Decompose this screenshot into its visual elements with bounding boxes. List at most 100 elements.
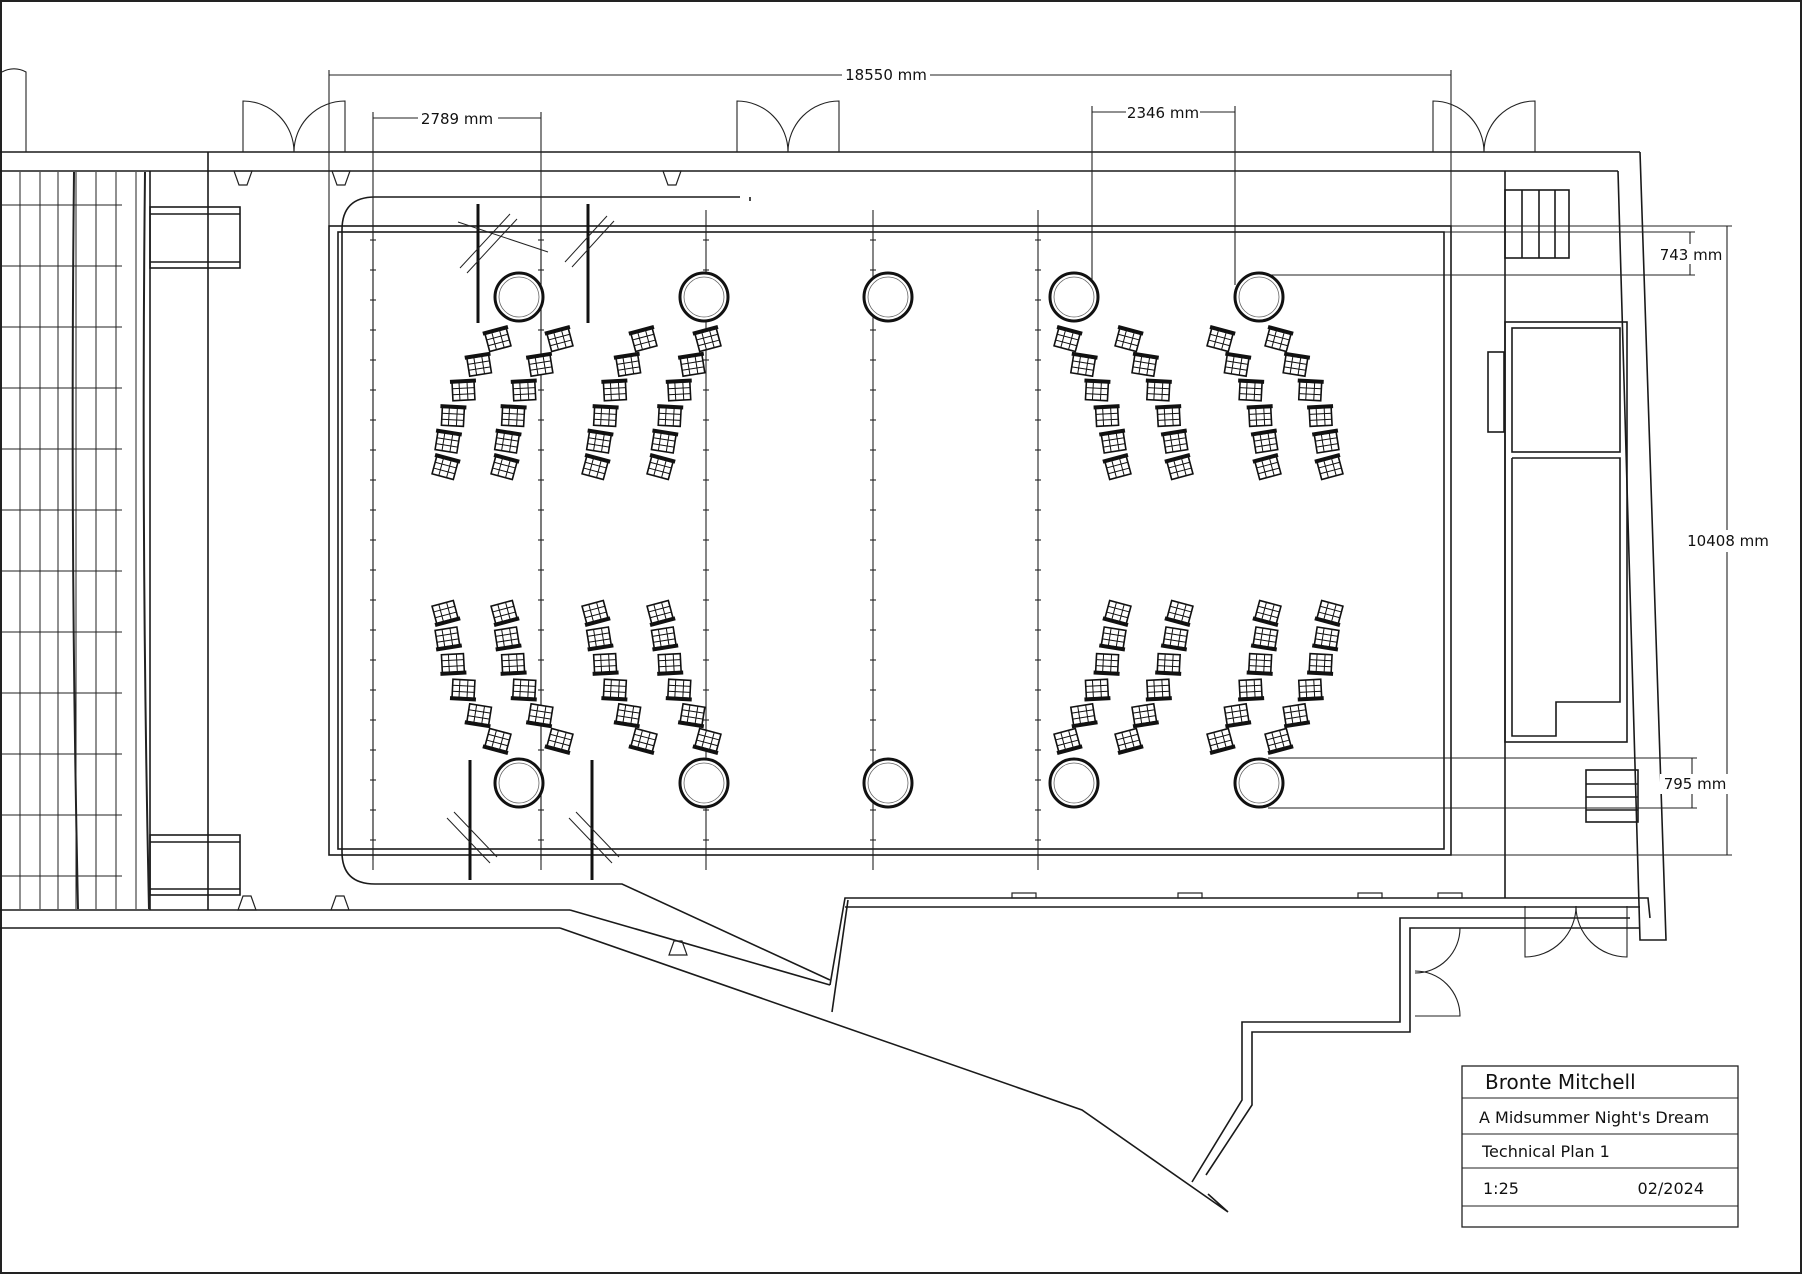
pillar-inner	[683, 762, 725, 804]
seat-chair-icon	[581, 599, 611, 627]
floor-light	[1357, 892, 1383, 899]
seat-chair-icon	[646, 453, 676, 481]
door-swing-icon	[1432, 100, 1485, 153]
seat-chair-icon	[585, 428, 614, 454]
pillar-inner	[498, 762, 540, 804]
seat-chair-icon	[493, 626, 522, 652]
pillar-inner	[867, 276, 909, 318]
seat-chair-icon	[1282, 702, 1311, 729]
door-swing-icon	[1575, 905, 1628, 958]
seat-chair-icon	[1160, 428, 1189, 454]
seat-chair-icon	[613, 702, 642, 729]
pillar	[1233, 271, 1285, 323]
door-swing-icon	[1414, 927, 1461, 974]
pillar	[1233, 757, 1285, 809]
dim-overall-depth: 10408 mm	[1687, 532, 1769, 550]
seat-chair-icon	[525, 351, 554, 378]
seat-chair-icon	[677, 702, 706, 729]
seat-chair-icon	[692, 727, 722, 755]
pillar-inner	[683, 276, 725, 318]
doors	[1, 68, 1628, 1017]
door-swing-icon	[293, 100, 346, 153]
pillar	[1048, 271, 1100, 323]
building-walls	[0, 151, 1667, 1213]
seat-chair-icon	[1098, 428, 1127, 454]
boom-positions	[468, 204, 594, 880]
seat-chair-icon	[1084, 378, 1111, 402]
seat-chair-icon	[692, 325, 722, 353]
pillar	[493, 757, 545, 809]
truss-cable	[142, 171, 150, 910]
floor-light	[1177, 892, 1203, 899]
seat-chair-icon	[1069, 702, 1098, 729]
seat-chair-icon	[1264, 325, 1294, 353]
seat-chair-icon	[500, 404, 527, 428]
pillar	[678, 271, 730, 323]
door-swing-icon	[1414, 970, 1461, 1017]
seat-chair-icon	[1114, 727, 1144, 755]
seat-chair-icon	[650, 626, 679, 652]
seat-chair-icon	[1250, 626, 1279, 652]
seat-chair-icon	[510, 678, 537, 702]
seat-chair-icon	[544, 727, 574, 755]
seat-chair-icon	[1307, 404, 1334, 428]
seat-chair-icon	[1164, 599, 1194, 627]
dim-bottom-offset: 795 mm	[1664, 775, 1727, 793]
pillar	[493, 271, 545, 323]
seat-chair-icon	[510, 378, 537, 402]
seat-chair-icon	[1053, 325, 1083, 353]
boom-diagonals	[446, 213, 620, 864]
seat-chair-icon	[440, 652, 467, 676]
lantern-icon	[331, 170, 351, 186]
seat-chair-icon	[1311, 626, 1340, 652]
seat-chair-icon	[657, 404, 684, 428]
scale-value: 1:25	[1483, 1179, 1519, 1198]
seat-chair-icon	[1114, 325, 1144, 353]
floor-light	[1011, 892, 1037, 899]
seat-chair-icon	[493, 428, 522, 454]
seat-chair-icon	[1069, 351, 1098, 378]
seat-chair-icon	[1246, 404, 1273, 428]
pillar	[678, 757, 730, 809]
seat-chair-icon	[1223, 351, 1252, 378]
lantern-icon	[668, 940, 688, 956]
seat-chair-icon	[1238, 378, 1265, 402]
issue-date: 02/2024	[1638, 1179, 1704, 1198]
seat-chair-icon	[490, 599, 520, 627]
door-swing-icon	[1524, 905, 1577, 958]
seat-chair-icon	[1093, 404, 1120, 428]
seat-chair-icon	[482, 727, 512, 755]
dim-pillar-spacing: 2346 mm	[1127, 104, 1199, 122]
door-swing-icon	[242, 100, 295, 153]
seat-chair-icon	[449, 678, 477, 702]
seat-chair-icon	[601, 678, 628, 702]
pillar-inner	[1238, 762, 1280, 804]
stage-floor	[328, 225, 1452, 856]
door-swing-icon	[736, 100, 789, 153]
truss-cable	[71, 171, 79, 910]
seat-chair-icon	[482, 325, 512, 353]
seat-chair-icon	[677, 351, 706, 378]
lantern-icon	[330, 895, 350, 911]
seat-chair-icon	[434, 626, 463, 652]
seat-chair-icon	[1131, 702, 1159, 729]
seat-chair-icon	[1238, 678, 1265, 702]
lantern-icon	[662, 170, 682, 186]
seat-chair-icon	[1084, 678, 1111, 702]
seat-chair-icon	[431, 453, 461, 481]
seat-chair-icon	[601, 378, 628, 402]
lantern-icon	[237, 895, 257, 911]
truss-grid	[2, 171, 150, 910]
seat-chair-icon	[1314, 599, 1344, 627]
dim-overall-width: 18550 mm	[845, 66, 927, 84]
dimension-labels: 18550 mm 2789 mm 2346 mm 743 mm 10408 mm…	[418, 64, 1769, 794]
pillar	[1048, 757, 1100, 809]
seat-chair-icon	[1206, 727, 1236, 755]
seat-chair-icon	[1093, 652, 1120, 676]
seat-chair-icon	[665, 378, 692, 402]
seat-chair-icon	[592, 652, 619, 676]
seat-chair-icon	[1206, 325, 1236, 353]
seat-chair-icon	[1098, 626, 1127, 652]
sheet-title: Technical Plan 1	[1481, 1142, 1610, 1161]
